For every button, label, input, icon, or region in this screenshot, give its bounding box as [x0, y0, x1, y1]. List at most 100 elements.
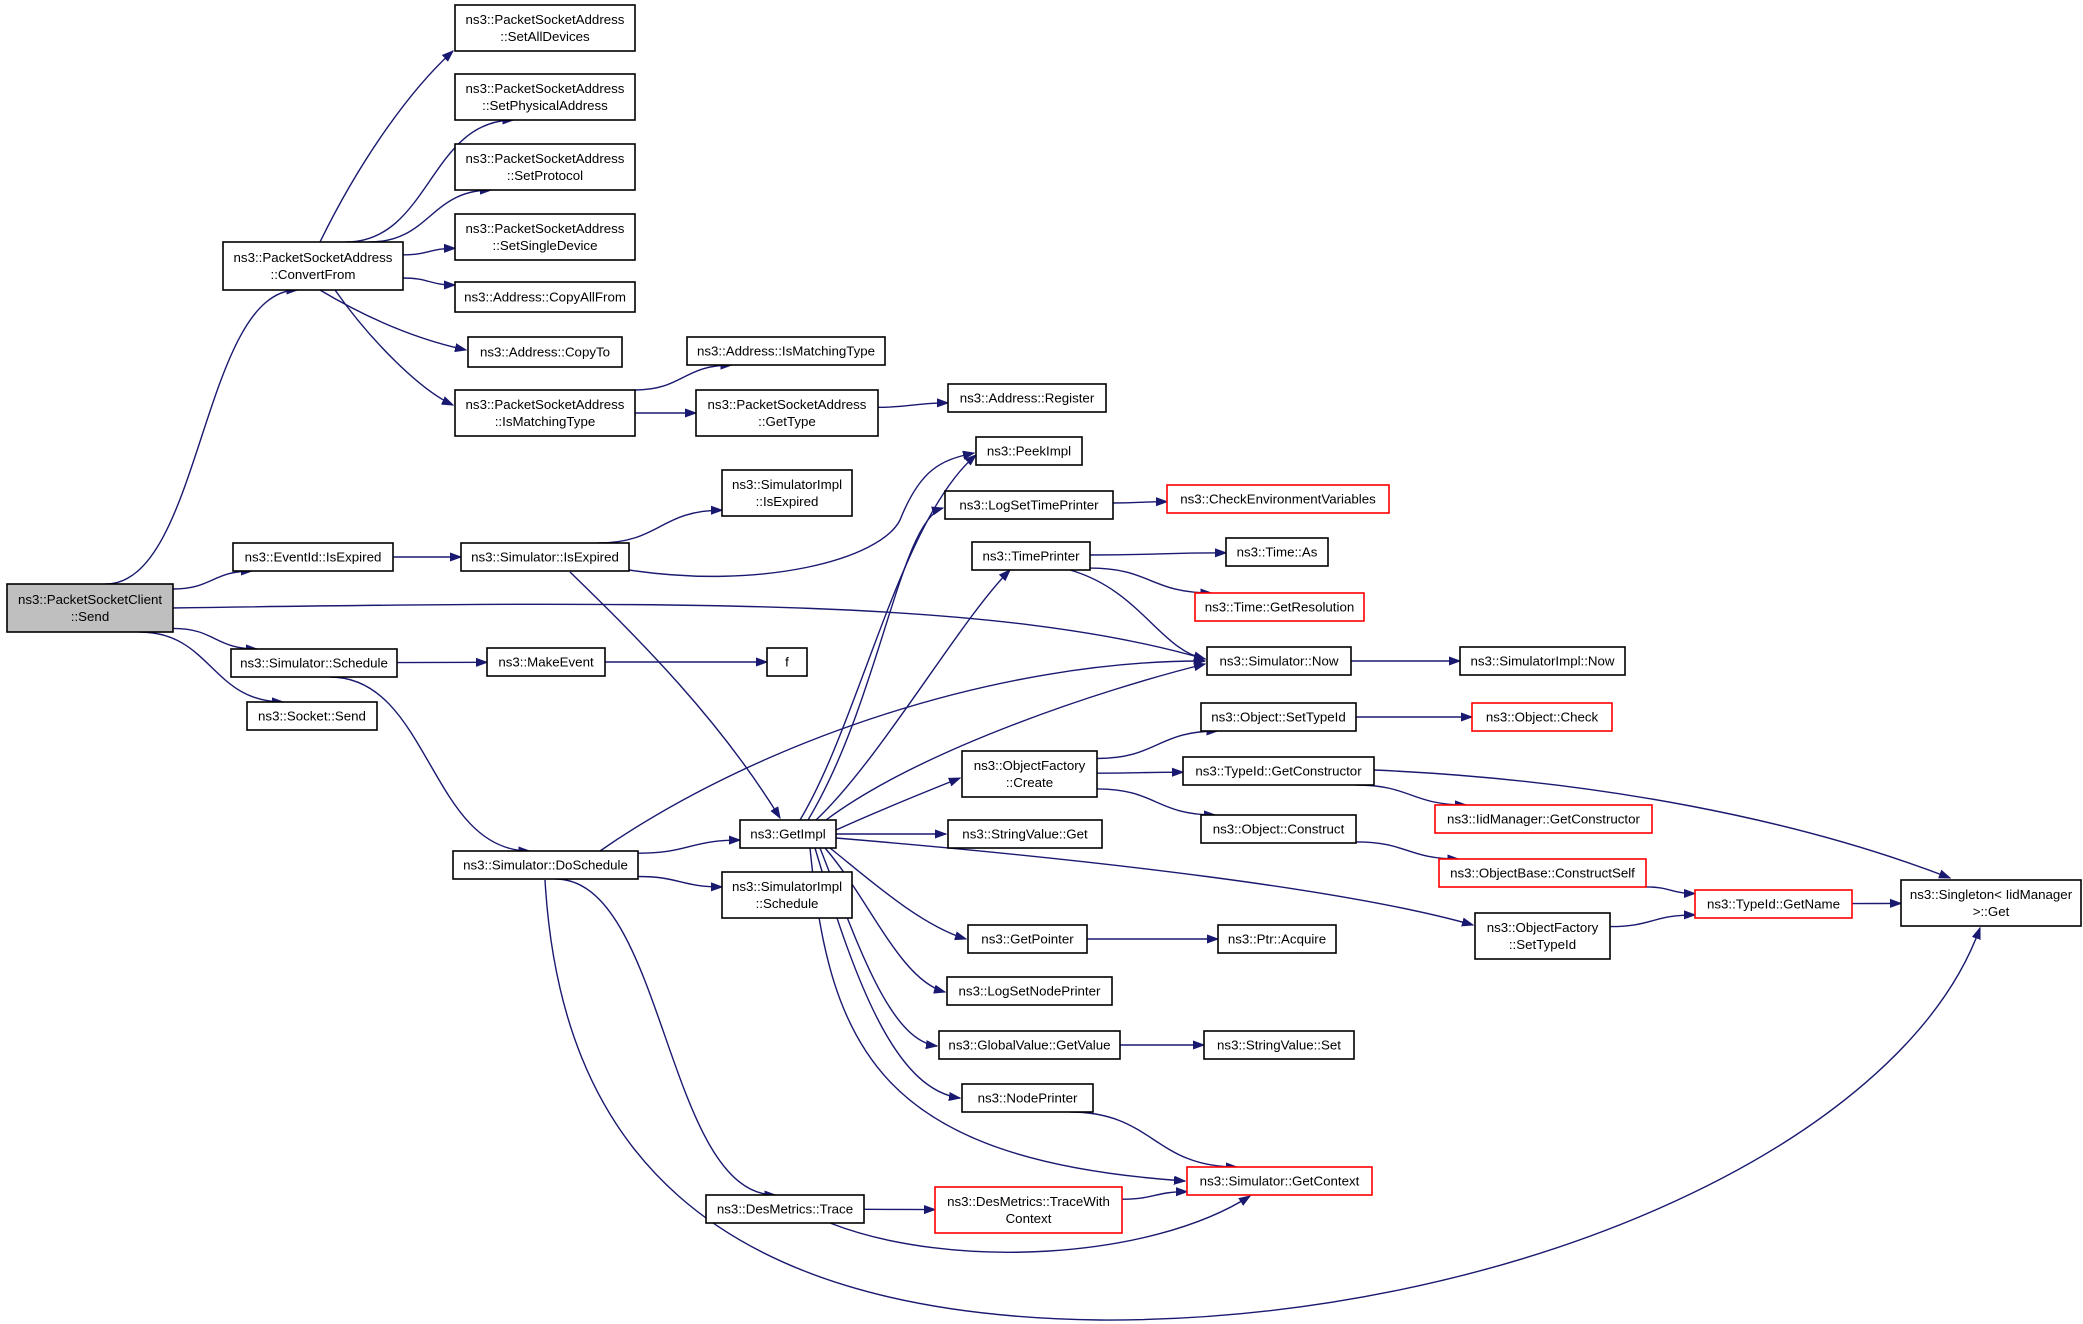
node-box — [1200, 702, 1357, 732]
node-label: ns3::StringValue::Get — [962, 827, 1088, 842]
node-box — [452, 850, 639, 880]
node-typeid_getctor[interactable]: ns3::TypeId::GetConstructor — [1182, 756, 1375, 786]
node-singleton_get[interactable]: ns3::Singleton< IidManager>::Get — [1900, 879, 2082, 927]
node-typeid_getname[interactable]: ns3::TypeId::GetName — [1694, 889, 1853, 919]
node-addr_register[interactable]: ns3::Address::Register — [947, 383, 1107, 413]
edge-convertfrom-to-setphysaddr — [345, 120, 514, 243]
node-box — [222, 241, 404, 291]
node-box — [454, 389, 636, 437]
edge-getimpl-to-getpointer — [829, 847, 966, 939]
node-doschedule[interactable]: ns3::Simulator::DoSchedule — [452, 850, 639, 880]
node-makeevent[interactable]: ns3::MakeEvent — [486, 647, 606, 677]
edge-convertfrom-to-setprotocol — [369, 190, 491, 243]
node-ptr_acquire[interactable]: ns3::Ptr::Acquire — [1217, 924, 1337, 954]
edge-sim_schedule-to-doschedule — [329, 676, 530, 851]
node-checkenv[interactable]: ns3::CheckEnvironmentVariables — [1166, 484, 1390, 514]
node-eventid_isexpired[interactable]: ns3::EventId::IsExpired — [232, 542, 394, 572]
node-label: ns3::DesMetrics::Trace — [717, 1202, 853, 1217]
node-globalvalue_getvalue[interactable]: ns3::GlobalValue::GetValue — [938, 1030, 1121, 1060]
node-desmetrics_trace[interactable]: ns3::DesMetrics::Trace — [705, 1194, 865, 1224]
node-simimpl_schedule[interactable]: ns3::SimulatorImpl::Schedule — [721, 871, 853, 919]
node-label: ns3::MakeEvent — [498, 655, 594, 670]
node-addr_ismatching[interactable]: ns3::Address::IsMatchingType — [686, 336, 886, 366]
node-psa_gettype[interactable]: ns3::PacketSocketAddress::GetType — [695, 389, 879, 437]
node-logsetnodeprinter[interactable]: ns3::LogSetNodePrinter — [946, 976, 1113, 1006]
node-label: ns3::GetImpl — [750, 827, 825, 842]
node-box — [1206, 646, 1352, 676]
node-label: ::IsMatchingType — [495, 414, 596, 429]
node-time_as[interactable]: ns3::Time::As — [1225, 537, 1329, 567]
node-simimpl_now[interactable]: ns3::SimulatorImpl::Now — [1459, 646, 1626, 676]
node-box — [695, 389, 879, 437]
node-label: ::Schedule — [756, 896, 819, 911]
node-simimpl_isexpired[interactable]: ns3::SimulatorImpl::IsExpired — [721, 469, 853, 517]
node-logsettimeprinter[interactable]: ns3::LogSetTimePrinter — [944, 490, 1114, 520]
node-label: ns3::TypeId::GetName — [1707, 897, 1840, 912]
node-setprotocol[interactable]: ns3::PacketSocketAddress::SetProtocol — [454, 143, 636, 191]
node-label: ns3::Object::Construct — [1213, 822, 1345, 837]
node-getimpl[interactable]: ns3::GetImpl — [739, 819, 837, 849]
node-stringvalue_set[interactable]: ns3::StringValue::Set — [1203, 1030, 1355, 1060]
node-label: ns3::Object::SetTypeId — [1211, 710, 1346, 725]
node-label: >::Get — [1973, 904, 2010, 919]
node-box — [961, 750, 1098, 798]
node-object_settypeid[interactable]: ns3::Object::SetTypeId — [1200, 702, 1357, 732]
node-sim_schedule[interactable]: ns3::Simulator::Schedule — [230, 648, 398, 678]
node-label: ns3::GlobalValue::GetValue — [948, 1038, 1110, 1053]
node-box — [1900, 879, 2082, 927]
node-box — [705, 1194, 865, 1224]
node-box — [232, 542, 394, 572]
node-socket_send[interactable]: ns3::Socket::Send — [246, 701, 378, 731]
node-box — [766, 647, 808, 677]
edge-getimpl-to-sim_now — [825, 664, 1205, 821]
node-peekimpl[interactable]: ns3::PeekImpl — [975, 436, 1083, 466]
node-sim_getcontext[interactable]: ns3::Simulator::GetContext — [1186, 1166, 1373, 1196]
node-objfactory_create[interactable]: ns3::ObjectFactory::Create — [961, 750, 1098, 798]
node-label: ns3::Address::CopyTo — [480, 345, 610, 360]
node-label: ::SetPhysicalAddress — [482, 98, 608, 113]
edge-doschedule-to-simimpl_schedule — [637, 875, 722, 887]
node-box — [1694, 889, 1853, 919]
edge-send-to-sim_now — [169, 603, 1205, 659]
edge-send-to-convertfrom — [105, 290, 298, 585]
node-label: ns3::PacketSocketClient — [18, 592, 162, 607]
node-label: ::IsExpired — [756, 494, 819, 509]
node-iidmgr_getctor[interactable]: ns3::IidManager::GetConstructor — [1434, 804, 1653, 834]
node-box — [460, 542, 630, 572]
edge-psa_ismatching-to-addr_ismatching — [634, 365, 731, 391]
node-nodeprinter[interactable]: ns3::NodePrinter — [961, 1083, 1094, 1113]
node-send[interactable]: ns3::PacketSocketClient::Send — [6, 583, 174, 633]
node-setsingledevice[interactable]: ns3::PacketSocketAddress::SetSingleDevic… — [454, 213, 636, 261]
node-setphysaddr[interactable]: ns3::PacketSocketAddress::SetPhysicalAdd… — [454, 73, 636, 121]
edge-logsettimeprinter-to-checkenv — [1112, 502, 1167, 503]
node-label: ns3::ObjectBase::ConstructSelf — [1450, 866, 1635, 881]
node-box — [467, 336, 623, 368]
node-copyto[interactable]: ns3::Address::CopyTo — [467, 336, 623, 368]
node-psa_ismatching[interactable]: ns3::PacketSocketAddress::IsMatchingType — [454, 389, 636, 437]
node-box — [1200, 814, 1357, 844]
node-stringvalue_get[interactable]: ns3::StringValue::Get — [947, 819, 1103, 849]
node-object_construct[interactable]: ns3::Object::Construct — [1200, 814, 1357, 844]
node-convertfrom[interactable]: ns3::PacketSocketAddress::ConvertFrom — [222, 241, 404, 291]
node-label: ns3::Address::Register — [960, 391, 1095, 406]
node-copyallfrom[interactable]: ns3::Address::CopyAllFrom — [454, 281, 636, 313]
edge-objfactory_create-to-object_settypeid — [1096, 731, 1217, 760]
node-constructself[interactable]: ns3::ObjectBase::ConstructSelf — [1438, 858, 1647, 888]
node-getpointer[interactable]: ns3::GetPointer — [967, 924, 1088, 954]
node-label: ns3::LogSetTimePrinter — [959, 498, 1099, 513]
edges — [105, 51, 1981, 1321]
node-label: ns3::DesMetrics::TraceWith — [947, 1194, 1110, 1209]
node-object_check[interactable]: ns3::Object::Check — [1471, 702, 1613, 732]
node-label: ns3::Address::IsMatchingType — [697, 344, 875, 359]
node-sim_now[interactable]: ns3::Simulator::Now — [1206, 646, 1352, 676]
node-setalldevices[interactable]: ns3::PacketSocketAddress::SetAllDevices — [454, 4, 636, 52]
node-sim_isexpired[interactable]: ns3::Simulator::IsExpired — [460, 542, 630, 572]
node-time_getres[interactable]: ns3::Time::GetResolution — [1194, 592, 1365, 622]
node-timeprinter[interactable]: ns3::TimePrinter — [971, 541, 1091, 571]
node-f[interactable]: f — [766, 647, 808, 677]
node-objfactory_settypeid[interactable]: ns3::ObjectFactory::SetTypeId — [1474, 912, 1611, 960]
node-box — [961, 1083, 1094, 1113]
node-label: ns3::PacketSocketAddress — [234, 250, 393, 265]
